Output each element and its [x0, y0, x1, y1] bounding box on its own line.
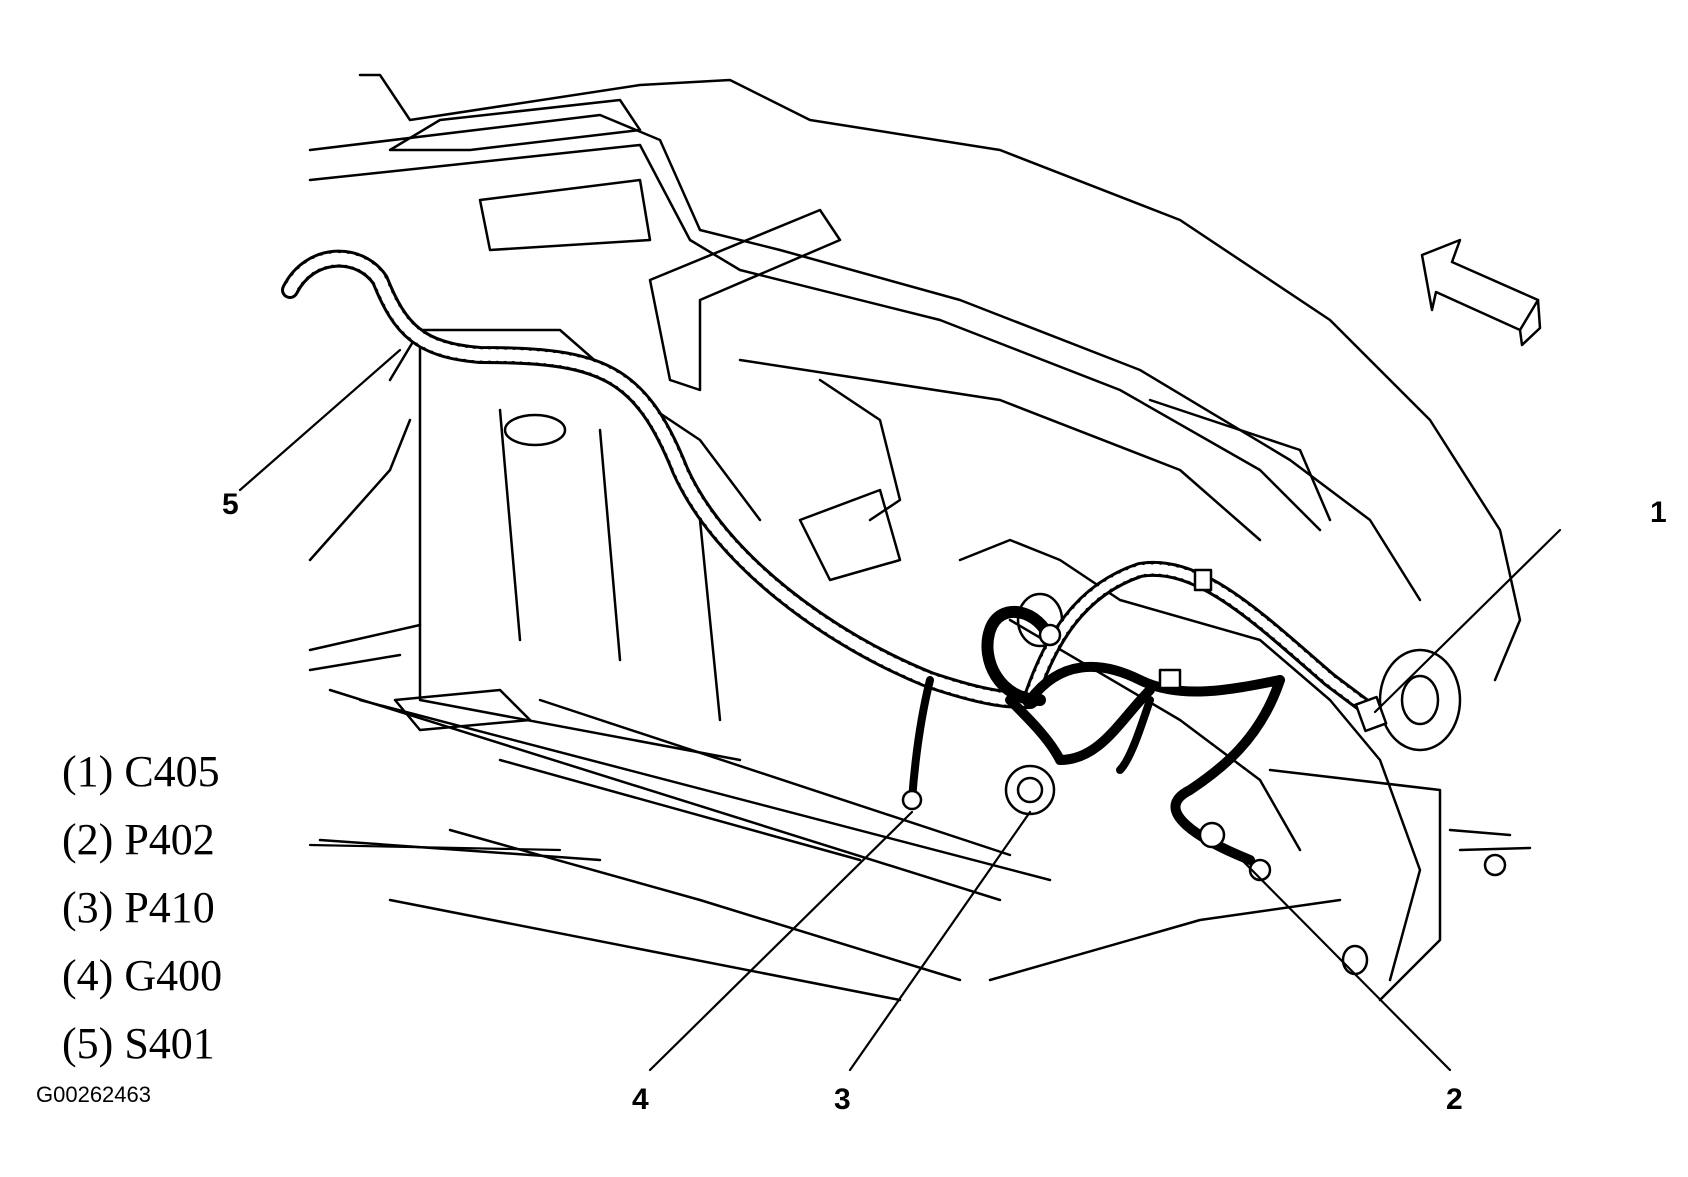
- legend-number: (2): [62, 815, 114, 864]
- legend-number: (3): [62, 883, 114, 932]
- leader-line-3: [848, 810, 1032, 1072]
- cowl-panel: [308, 73, 1522, 682]
- leader-line-4: [648, 810, 914, 1072]
- callout-2: 2: [1446, 1083, 1463, 1116]
- legend-code: P402: [124, 815, 215, 864]
- leader-line-1: [1373, 528, 1562, 714]
- legend-code: C405: [124, 747, 220, 796]
- legend-leader-line: [308, 843, 562, 852]
- legend-code: S401: [124, 1019, 215, 1068]
- legend-item: (5) S401: [62, 1022, 215, 1066]
- direction-arrow-icon: [1420, 238, 1542, 347]
- leader-lines: [238, 348, 1562, 1072]
- figure-id: G00262463: [36, 1082, 151, 1107]
- legend-number: (5): [62, 1019, 114, 1068]
- callout-1: 1: [1650, 496, 1667, 529]
- legend-item: (3) P410: [62, 886, 215, 930]
- legend-item: (1) C405: [62, 750, 220, 794]
- legend-number: (1): [62, 747, 114, 796]
- legend-code: G400: [124, 951, 223, 1000]
- legend-number: (4): [62, 951, 114, 1000]
- callout-5: 5: [222, 488, 239, 521]
- legend-item: (4) G400: [62, 954, 222, 998]
- firewall-panel: [308, 328, 1532, 1002]
- wiring-harness: [281, 249, 1378, 865]
- legend-item: (2) P402: [62, 818, 215, 862]
- leader-line-5: [238, 348, 402, 492]
- legend-code: P410: [124, 883, 215, 932]
- callout-4: 4: [632, 1083, 649, 1116]
- components: [901, 568, 1388, 882]
- callout-3: 3: [834, 1083, 851, 1116]
- leader-line-2: [1228, 846, 1452, 1072]
